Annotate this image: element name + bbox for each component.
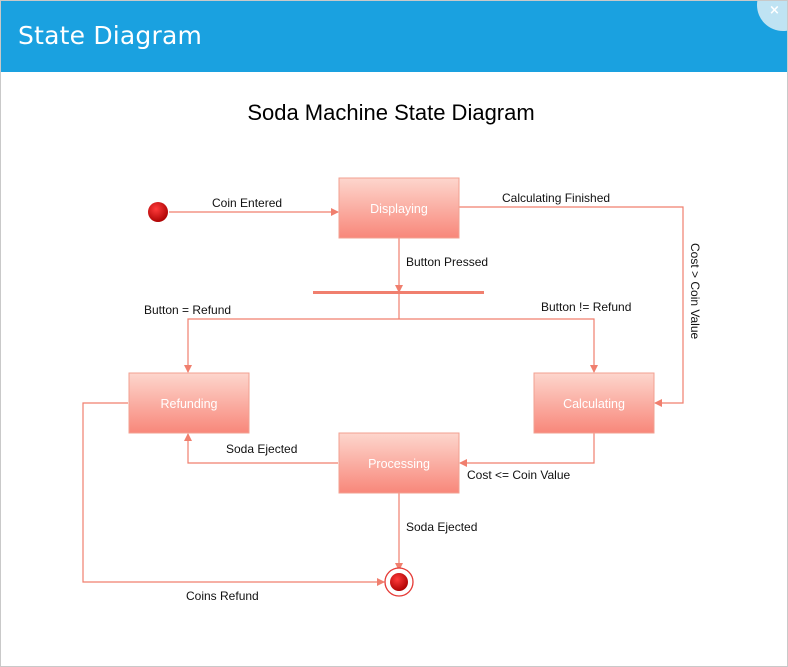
label-coins-refund: Coins Refund	[186, 589, 259, 603]
edge-button-refund	[184, 318, 399, 373]
label-cost-gt-coin: Cost > Coin Value	[688, 243, 702, 339]
close-icon: ×	[769, 3, 780, 18]
window-title: State Diagram	[18, 21, 203, 50]
state-refunding-label: Refunding	[161, 397, 218, 411]
label-button-pressed: Button Pressed	[406, 255, 488, 269]
fork-bar	[313, 291, 484, 294]
state-displaying-label: Displaying	[370, 202, 428, 216]
state-processing-label: Processing	[368, 457, 430, 471]
state-refunding[interactable]: Refunding	[128, 372, 250, 434]
edge-soda-ejected-left	[184, 433, 338, 464]
edge-coins-refund	[82, 402, 385, 586]
label-soda-ejected-left: Soda Ejected	[226, 442, 297, 456]
edge-button-not-refund	[399, 318, 598, 373]
state-displaying[interactable]: Displaying	[338, 177, 460, 239]
diagram-title: Soda Machine State Diagram	[247, 100, 534, 125]
transitions	[82, 206, 684, 586]
title-bar: State Diagram ×	[1, 1, 787, 72]
label-cost-le-coin: Cost <= Coin Value	[467, 468, 570, 482]
label-button-not-refund: Button != Refund	[541, 300, 631, 314]
state-calculating[interactable]: Calculating	[533, 372, 655, 434]
label-button-refund: Button = Refund	[144, 303, 231, 317]
label-calculating-finished: Calculating Finished	[502, 191, 610, 205]
initial-state	[148, 202, 168, 222]
final-state	[384, 567, 414, 597]
edge-cost-le-coin	[459, 433, 595, 467]
state-processing[interactable]: Processing	[338, 432, 460, 494]
label-coin-entered: Coin Entered	[212, 196, 282, 210]
edge-calculating-finished	[459, 206, 684, 407]
label-soda-ejected-down: Soda Ejected	[406, 520, 477, 534]
state-calculating-label: Calculating	[563, 397, 625, 411]
